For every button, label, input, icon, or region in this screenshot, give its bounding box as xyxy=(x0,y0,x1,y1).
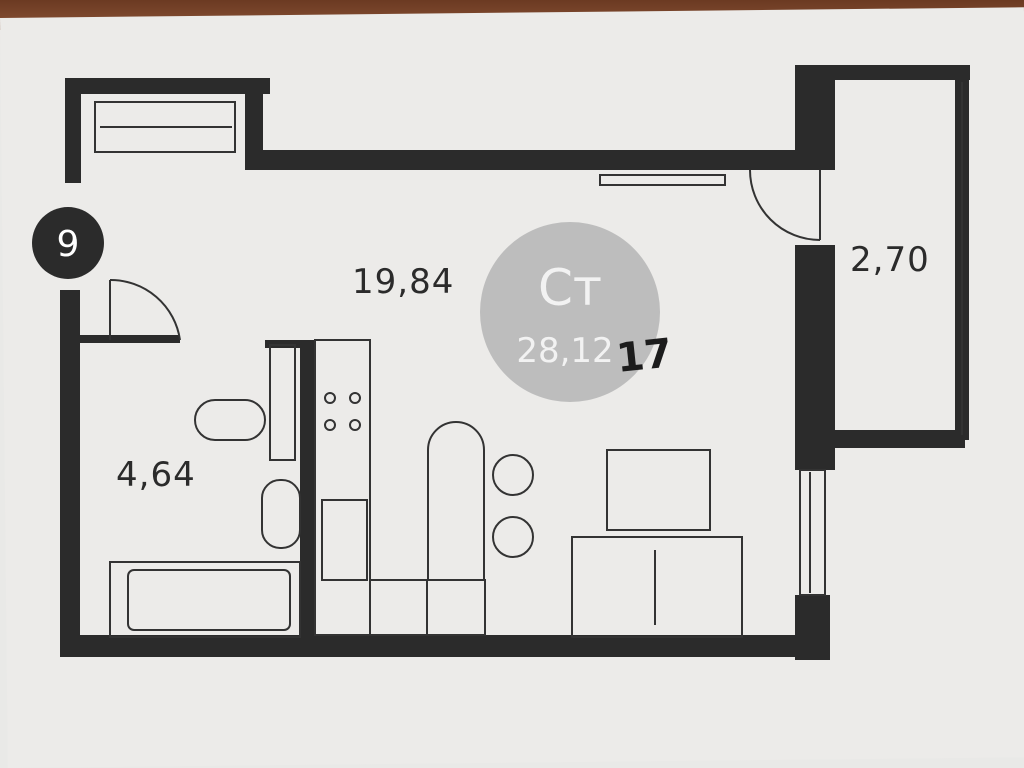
handwritten-correction: 17 xyxy=(614,330,674,382)
apartment-type: Ст xyxy=(538,259,602,317)
bathroom-area: 4,64 xyxy=(116,455,196,495)
entrance-marker xyxy=(32,207,104,279)
balcony-area: 2,70 xyxy=(850,240,930,280)
walls xyxy=(60,65,970,660)
total-area: 28,12 xyxy=(516,331,613,371)
living-room-area: 19,84 xyxy=(352,262,455,302)
entrance-number: 9 xyxy=(57,224,80,265)
fixtures xyxy=(94,82,963,638)
apartment-badge xyxy=(480,222,660,402)
